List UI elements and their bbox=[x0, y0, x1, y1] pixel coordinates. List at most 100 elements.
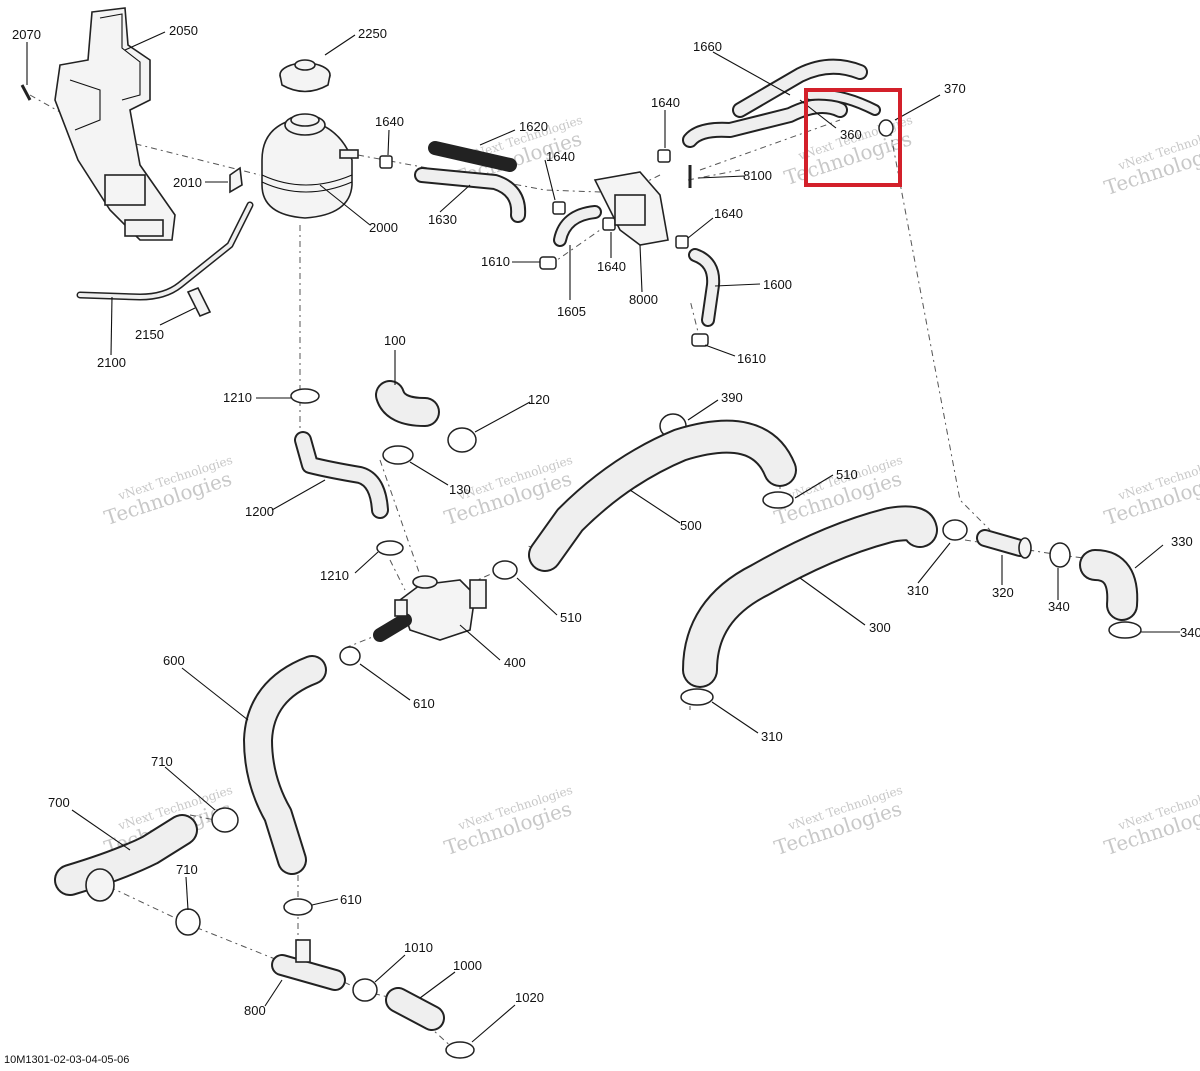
label-1020[interactable]: 1020 bbox=[515, 990, 544, 1005]
label-1660[interactable]: 1660 bbox=[693, 39, 722, 54]
hose-700 bbox=[54, 814, 198, 902]
hose-300 bbox=[682, 505, 938, 688]
label-1610-a[interactable]: 1610 bbox=[481, 254, 510, 269]
label-310-a[interactable]: 310 bbox=[907, 583, 929, 598]
hose-1660 bbox=[682, 58, 868, 148]
clamp-1640-d bbox=[602, 217, 616, 231]
clamp-370 bbox=[878, 119, 894, 137]
clamp-510-a bbox=[762, 491, 794, 509]
clip-2010 bbox=[229, 166, 243, 194]
label-300[interactable]: 300 bbox=[869, 620, 891, 635]
hose-1605 bbox=[553, 205, 602, 247]
fitting-320 bbox=[976, 529, 1032, 559]
fitting-400 bbox=[373, 575, 487, 642]
highlight-box bbox=[804, 88, 902, 187]
label-390[interactable]: 390 bbox=[721, 390, 743, 405]
label-2250[interactable]: 2250 bbox=[358, 26, 387, 41]
label-8100[interactable]: 8100 bbox=[743, 168, 772, 183]
cap-2250 bbox=[279, 59, 331, 93]
label-1210-a[interactable]: 1210 bbox=[223, 390, 252, 405]
clamp-1640-c bbox=[657, 149, 671, 163]
label-510-b[interactable]: 510 bbox=[560, 610, 582, 625]
clamp-130 bbox=[382, 445, 414, 465]
label-610-a[interactable]: 610 bbox=[413, 696, 435, 711]
hose-1630 bbox=[414, 167, 527, 223]
clamp-1640-b bbox=[552, 201, 566, 215]
hose-600 bbox=[243, 655, 327, 875]
clamp-1610-b bbox=[691, 333, 709, 347]
clamp-1210-b bbox=[376, 540, 404, 556]
label-1640-e[interactable]: 1640 bbox=[597, 259, 626, 274]
clamp-310-b bbox=[680, 688, 714, 706]
label-120[interactable]: 120 bbox=[528, 392, 550, 407]
label-1640-b[interactable]: 1640 bbox=[546, 149, 575, 164]
label-1610-b[interactable]: 1610 bbox=[737, 351, 766, 366]
label-340-b[interactable]: 340 bbox=[1180, 625, 1200, 640]
clamp-1020 bbox=[445, 1041, 475, 1059]
leader-lines bbox=[26, 31, 1180, 1043]
label-310-b[interactable]: 310 bbox=[761, 729, 783, 744]
clamp-710-a bbox=[211, 807, 239, 833]
label-800[interactable]: 800 bbox=[244, 1003, 266, 1018]
label-8000[interactable]: 8000 bbox=[629, 292, 658, 307]
label-710-a[interactable]: 710 bbox=[151, 754, 173, 769]
sleeve-1620 bbox=[428, 141, 517, 172]
clamp-710-b bbox=[175, 908, 201, 936]
clamp-610-a bbox=[339, 646, 361, 666]
label-360[interactable]: 360 bbox=[840, 127, 862, 142]
part-labels: 2070 2050 2250 1640 1620 1640 1640 1660 … bbox=[12, 23, 1200, 1018]
clamp-1210-a bbox=[290, 388, 320, 404]
label-330[interactable]: 330 bbox=[1171, 534, 1193, 549]
elbow-100 bbox=[375, 380, 440, 427]
label-510-a[interactable]: 510 bbox=[836, 467, 858, 482]
label-2100[interactable]: 2100 bbox=[97, 355, 126, 370]
label-700[interactable]: 700 bbox=[48, 795, 70, 810]
elbow-330 bbox=[1079, 549, 1139, 621]
label-1210-b[interactable]: 1210 bbox=[320, 568, 349, 583]
label-610-b[interactable]: 610 bbox=[340, 892, 362, 907]
overflow-line-2100 bbox=[76, 201, 254, 301]
clamp-310-a bbox=[942, 519, 968, 541]
label-130[interactable]: 130 bbox=[449, 482, 471, 497]
label-1640-a[interactable]: 1640 bbox=[375, 114, 404, 129]
hose-360 bbox=[804, 88, 881, 116]
expansion-tank-2000 bbox=[261, 113, 359, 219]
label-340-a[interactable]: 340 bbox=[1048, 599, 1070, 614]
clamp-1640-e bbox=[675, 235, 689, 249]
label-2050[interactable]: 2050 bbox=[169, 23, 198, 38]
label-1200[interactable]: 1200 bbox=[245, 504, 274, 519]
screw-2070 bbox=[20, 84, 32, 101]
label-100[interactable]: 100 bbox=[384, 333, 406, 348]
clamp-1640-a bbox=[379, 155, 393, 169]
hose-500 bbox=[528, 419, 797, 572]
label-1620[interactable]: 1620 bbox=[519, 119, 548, 134]
label-2010[interactable]: 2010 bbox=[173, 175, 202, 190]
clip-2150 bbox=[186, 286, 212, 318]
label-1000[interactable]: 1000 bbox=[453, 958, 482, 973]
hose-1200 bbox=[294, 431, 389, 519]
clamp-340-b bbox=[1108, 621, 1142, 639]
label-600[interactable]: 600 bbox=[163, 653, 185, 668]
label-2070[interactable]: 2070 bbox=[12, 27, 41, 42]
label-1600[interactable]: 1600 bbox=[763, 277, 792, 292]
clamp-1010 bbox=[352, 978, 378, 1002]
label-370[interactable]: 370 bbox=[944, 81, 966, 96]
label-400[interactable]: 400 bbox=[504, 655, 526, 670]
label-2000[interactable]: 2000 bbox=[369, 220, 398, 235]
clamp-120 bbox=[447, 427, 477, 453]
label-1640-c[interactable]: 1640 bbox=[651, 95, 680, 110]
label-1630[interactable]: 1630 bbox=[428, 212, 457, 227]
label-2150[interactable]: 2150 bbox=[135, 327, 164, 342]
assembly-lines bbox=[29, 94, 1126, 1051]
tee-800 bbox=[271, 939, 346, 991]
clamp-510-b bbox=[492, 560, 518, 580]
label-320[interactable]: 320 bbox=[992, 585, 1014, 600]
label-500[interactable]: 500 bbox=[680, 518, 702, 533]
label-1605[interactable]: 1605 bbox=[557, 304, 586, 319]
label-1640-d[interactable]: 1640 bbox=[714, 206, 743, 221]
label-710-b[interactable]: 710 bbox=[176, 862, 198, 877]
hose-1000 bbox=[385, 987, 445, 1031]
label-1010[interactable]: 1010 bbox=[404, 940, 433, 955]
parts bbox=[20, 7, 1142, 1059]
